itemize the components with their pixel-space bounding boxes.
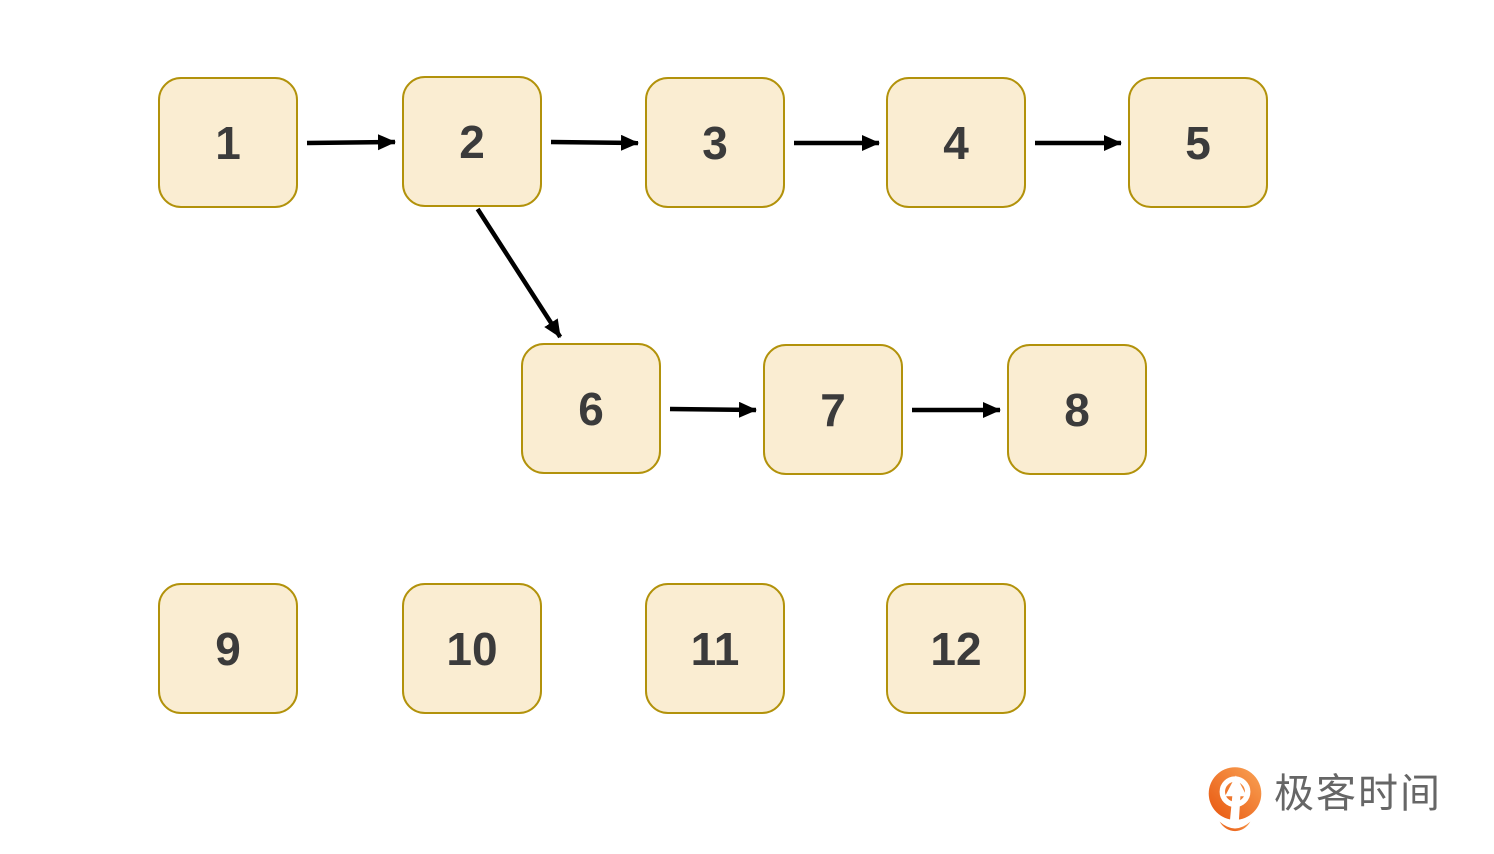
- node-label: 10: [446, 622, 498, 675]
- arrow-6-to-7: [669, 401, 757, 418]
- node-label: 11: [690, 622, 740, 675]
- node-box-8: 8: [1007, 344, 1147, 475]
- node-label: 5: [1185, 116, 1211, 169]
- geektime-logo: 极客时间: [1206, 766, 1442, 832]
- node-box-11: 11: [645, 583, 785, 714]
- node-box-10: 10: [402, 583, 542, 714]
- node-box-7: 7: [763, 344, 903, 475]
- node-box-2: 2: [402, 76, 542, 207]
- node-label: 1: [215, 116, 241, 169]
- geektime-logo-icon: [1208, 767, 1262, 832]
- node-label: 2: [459, 115, 485, 168]
- node-label: 4: [943, 116, 969, 169]
- node-label: 12: [930, 622, 982, 675]
- node-box-12: 12: [886, 583, 1026, 714]
- node-label: 6: [578, 382, 604, 435]
- arrow-2-to-6: [475, 207, 563, 339]
- node-box-4: 4: [886, 77, 1026, 208]
- node-box-1: 1: [158, 77, 298, 208]
- arrow-2-to-3: [550, 134, 639, 151]
- node-label: 9: [215, 622, 241, 675]
- node-label: 3: [702, 116, 728, 169]
- node-label: 8: [1064, 383, 1090, 436]
- node-label: 7: [820, 383, 846, 436]
- geektime-logo-text: 极客时间: [1274, 772, 1442, 816]
- arrow-1-to-2: [306, 134, 396, 151]
- node-box-6: 6: [521, 343, 661, 474]
- node-box-3: 3: [645, 77, 785, 208]
- node-box-5: 5: [1128, 77, 1268, 208]
- node-box-9: 9: [158, 583, 298, 714]
